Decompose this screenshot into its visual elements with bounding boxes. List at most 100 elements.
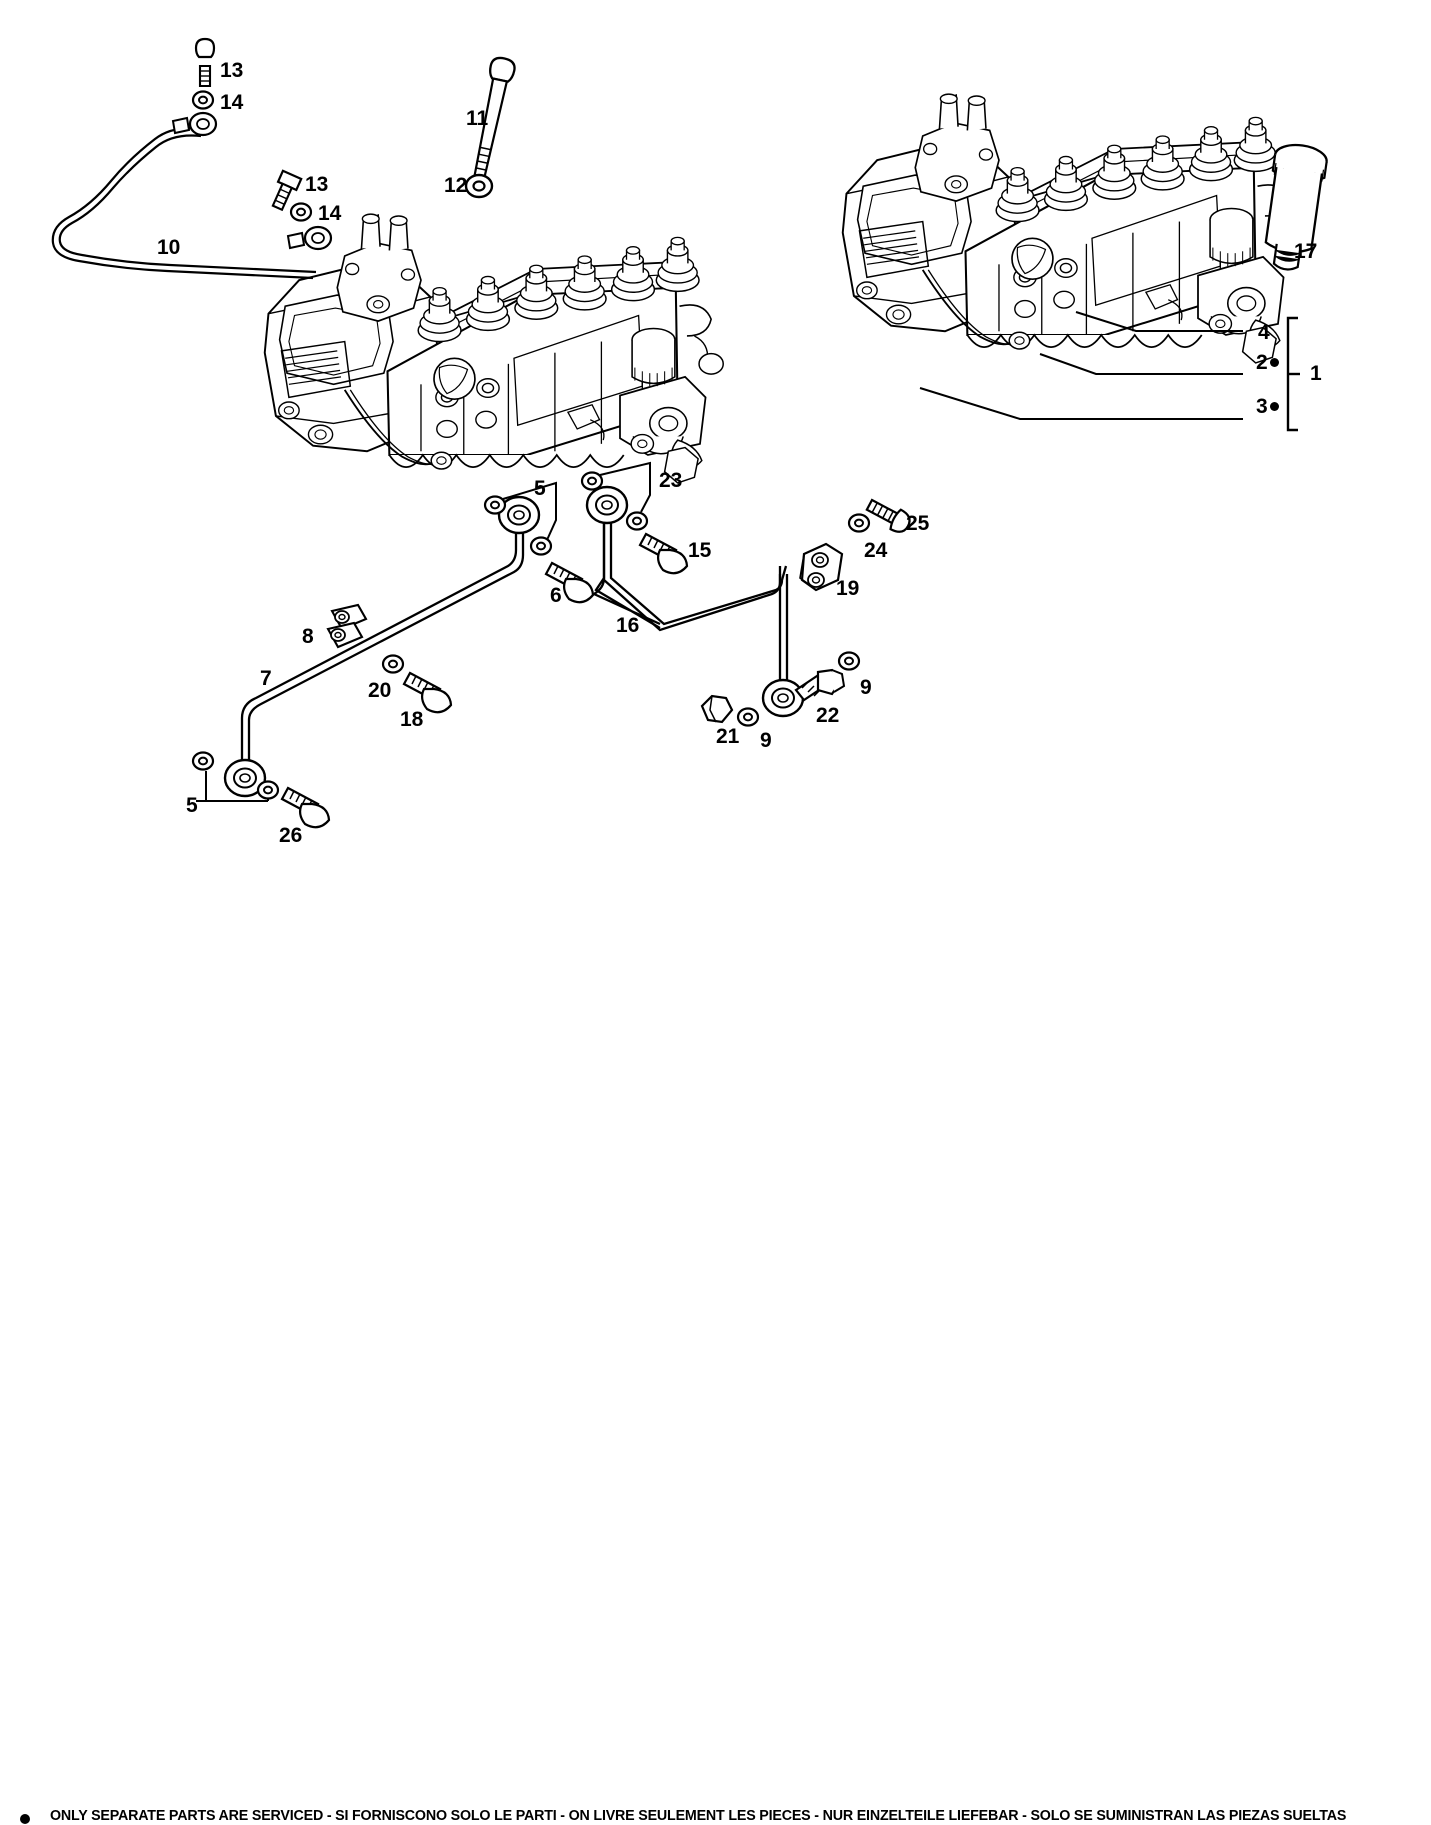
clamp-19 [799,542,844,592]
technical-line-art [51,37,1328,829]
callout-9: 9 [860,677,872,698]
callout-21: 21 [716,726,739,747]
callout-number: 24 [864,539,888,562]
footer-text: ONLY SEPARATE PARTS ARE SERVICED - SI FO… [50,1808,1347,1824]
washer-24 [847,513,871,533]
callout-number: 9 [760,729,772,752]
callout-5: 5 [534,478,546,499]
callout-8: 8 [302,626,314,647]
callout-4: 4 [1258,322,1270,343]
callout-number: 7 [260,667,272,690]
callout-number: 26 [279,824,303,847]
leader-5-lower [196,771,269,802]
callout-13: 13 [220,60,243,81]
hollow-screw-13-upper [194,37,216,88]
pipe-10-end-upper [171,111,218,137]
callout-number: 15 [688,539,712,562]
pipe-10-end-lower [286,225,333,251]
callout-22: 22 [816,705,839,726]
pipe-16 [591,512,789,690]
callout-15: 15 [688,540,711,561]
callout-number: 8 [302,625,314,648]
callout-number: 9 [860,676,872,699]
injection-pump-left [263,213,725,484]
callout-bracket-1 [1286,316,1300,432]
footer-bullet-icon [20,1814,30,1824]
leader-lines-1234 [919,311,1243,420]
washer-5-upper-a [483,495,507,515]
callout-13: 13 [305,174,328,195]
washer-9-b [736,707,760,727]
callout-3: 3 [1256,396,1279,417]
pipe-16-eye-lower [761,678,805,718]
leader-23 [599,461,651,513]
callout-10: 10 [157,237,180,258]
callout-number: 2 [1256,351,1268,374]
callout-23: 23 [659,470,682,491]
callout-number: 1 [1310,362,1322,385]
callout-number: 6 [550,584,562,607]
filter-17 [1264,143,1328,271]
banjo-bolt-18 [402,671,453,714]
callout-17: 17 [1294,241,1317,262]
pipe-7 [240,520,525,770]
callout-number: 5 [534,477,546,500]
callout-number: 13 [220,59,244,82]
callout-25: 25 [906,513,929,534]
callout-16: 16 [616,615,639,636]
callout-26: 26 [279,825,302,846]
pipe-16-eye-upper [585,485,629,525]
callout-number: 5 [186,794,198,817]
hollow-screw-13-lower [271,169,303,212]
callout-12: 12 [444,175,467,196]
callout-14: 14 [318,203,341,224]
callout-number: 4 [1258,321,1270,344]
bolt-25 [865,498,911,533]
callout-number: 13 [305,173,329,196]
callout-number: 23 [659,469,683,492]
clamp-8 [326,603,368,649]
washer-5-lower-b [256,780,280,800]
callout-9: 9 [760,730,772,751]
washer-23-a [580,471,604,491]
washer-23-b [625,511,649,531]
callout-number: 14 [318,202,342,225]
washer-14-lower [289,202,313,222]
callout-11: 11 [466,108,488,129]
callout-number: 12 [444,174,468,197]
callout-number: 18 [400,708,424,731]
callout-number: 3 [1256,395,1268,418]
callout-20: 20 [368,680,391,701]
washer-20 [381,654,405,674]
callout-2: 2 [1256,352,1279,373]
callout-5: 5 [186,795,198,816]
callout-number: 21 [716,725,740,748]
injection-pump-right [841,93,1303,364]
callout-number: 19 [836,577,860,600]
callout-number: 25 [906,512,930,535]
nut-21 [700,694,734,724]
banjo-bolt-26 [280,786,331,829]
banjo-bolt-22 [794,668,846,702]
callout-1: 1 [1310,363,1322,384]
callout-number: 20 [368,679,392,702]
leader-5-upper [502,481,557,541]
callout-number: 17 [1294,240,1318,263]
washer-5-lower-a [191,751,215,771]
washer-12 [464,173,494,199]
bolt-11 [473,56,516,179]
callout-number: 11 [466,107,489,130]
callout-7: 7 [260,668,272,689]
footer-note: ONLY SEPARATE PARTS ARE SERVICED - SI FO… [0,901,1431,1824]
callout-18: 18 [400,709,423,730]
callout-number: 10 [157,236,181,259]
callout-dot-icon [1269,357,1279,367]
callout-6: 6 [550,585,562,606]
callout-24: 24 [864,540,887,561]
washer-9-a [837,651,861,671]
callout-14: 14 [220,92,243,113]
callout-number: 22 [816,704,840,727]
pipe-10 [51,127,317,280]
callout-number: 14 [220,91,244,114]
